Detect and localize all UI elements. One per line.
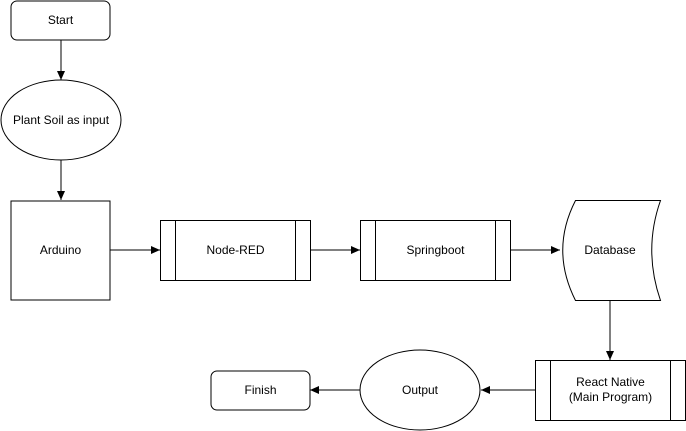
- springboot-node-label: Springboot: [406, 242, 465, 257]
- react-native-node-shape: [535, 360, 686, 421]
- node-red-node-label: Node-RED: [206, 242, 265, 257]
- database-node-label: Database: [584, 242, 636, 257]
- start-node-label: Start: [47, 13, 74, 27]
- start-node-shape: [10, 0, 111, 41]
- finish-node-shape: [210, 370, 311, 411]
- output-node-label: Output: [401, 382, 439, 397]
- springboot-node-shape: [360, 220, 511, 281]
- plant-soil-node-label: Plant Soil as input: [12, 112, 110, 127]
- plant-soil-node-shape: [0, 79, 122, 161]
- arduino-node-label: Arduino: [39, 243, 82, 257]
- arduino-node-shape: [10, 200, 111, 301]
- finish-node-label: Finish: [244, 383, 277, 397]
- react-native-node-label: React Native (Main Program): [568, 375, 653, 404]
- database-node-shape: [562, 200, 662, 301]
- node-red-node-shape: [160, 220, 311, 281]
- output-node-shape: [359, 349, 481, 431]
